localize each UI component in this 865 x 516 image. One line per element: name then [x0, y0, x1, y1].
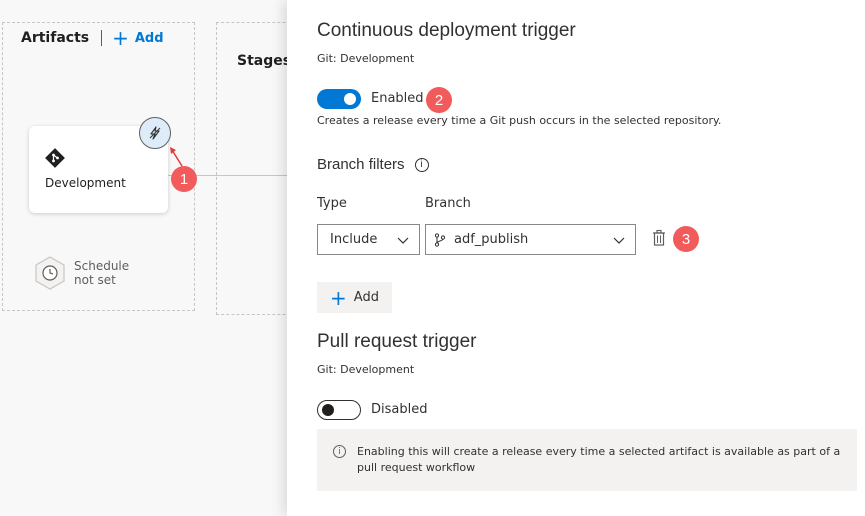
toggle-knob [344, 93, 356, 105]
schedule-not-set[interactable]: Schedule not set [34, 256, 129, 290]
annotation-arrow [170, 147, 183, 167]
info-icon: i [333, 445, 346, 458]
header-divider [101, 30, 103, 46]
annotation-badge-3: 3 [673, 226, 699, 252]
pr-trigger-info-message: i Enabling this will create a release ev… [317, 429, 857, 491]
filter-type-dropdown[interactable]: Include [317, 224, 420, 255]
pr-trigger-info-text: Enabling this will create a release ever… [357, 445, 841, 474]
type-column-label: Type [317, 196, 347, 211]
add-branch-filter-label: Add [353, 290, 379, 305]
schedule-line-2: not set [74, 273, 116, 287]
schedule-line-1: Schedule [74, 259, 130, 273]
schedule-label: Schedule not set [74, 259, 129, 287]
cd-trigger-toggle[interactable] [317, 89, 361, 109]
schedule-clock-icon [35, 256, 65, 290]
branch-dropdown[interactable]: adf_publish [425, 224, 636, 255]
delete-filter-icon[interactable] [651, 229, 667, 247]
artifact-connector-line [168, 175, 300, 176]
branch-value: adf_publish [454, 232, 529, 247]
info-icon[interactable]: i [414, 157, 429, 172]
add-branch-filter-button[interactable]: + Add [317, 282, 392, 313]
artifacts-title: Artifacts [21, 30, 90, 46]
branch-filters-heading: Branch filters i [317, 156, 429, 173]
pr-trigger-toggle-label: Disabled [371, 402, 428, 417]
cd-trigger-title: Continuous deployment trigger [317, 20, 576, 41]
branch-icon [434, 232, 446, 247]
artifact-name: Development [45, 176, 126, 190]
plus-icon: + [112, 26, 129, 50]
chevron-down-icon [397, 237, 409, 244]
lightning-icon [149, 126, 161, 140]
branch-column-label: Branch [425, 196, 471, 211]
toggle-knob [322, 404, 334, 416]
add-artifact-button[interactable]: + Add [112, 26, 164, 50]
cd-trigger-toggle-label: Enabled [371, 91, 424, 106]
pr-trigger-subtitle: Git: Development [317, 363, 415, 376]
stages-title: Stages [237, 53, 292, 69]
trigger-settings-panel: Continuous deployment trigger Git: Devel… [287, 0, 865, 516]
annotation-badge-2: 2 [426, 87, 452, 113]
artifacts-section [2, 22, 195, 311]
plus-icon: + [330, 285, 347, 310]
branch-filters-label: Branch filters [317, 156, 405, 173]
artifacts-header: Artifacts + Add [21, 26, 164, 50]
git-icon [45, 148, 65, 168]
pr-trigger-title: Pull request trigger [317, 331, 477, 352]
pipeline-canvas: Artifacts + Add Stages Development 1 [0, 0, 306, 516]
add-artifact-label: Add [134, 30, 164, 46]
filter-type-value: Include [330, 232, 378, 247]
chevron-down-icon [613, 237, 625, 244]
pr-trigger-toggle[interactable] [317, 400, 361, 420]
annotation-badge-1: 1 [171, 166, 197, 192]
cd-trigger-description: Creates a release every time a Git push … [317, 114, 722, 127]
cd-trigger-subtitle: Git: Development [317, 52, 415, 65]
continuous-deployment-trigger-button[interactable] [139, 117, 171, 149]
